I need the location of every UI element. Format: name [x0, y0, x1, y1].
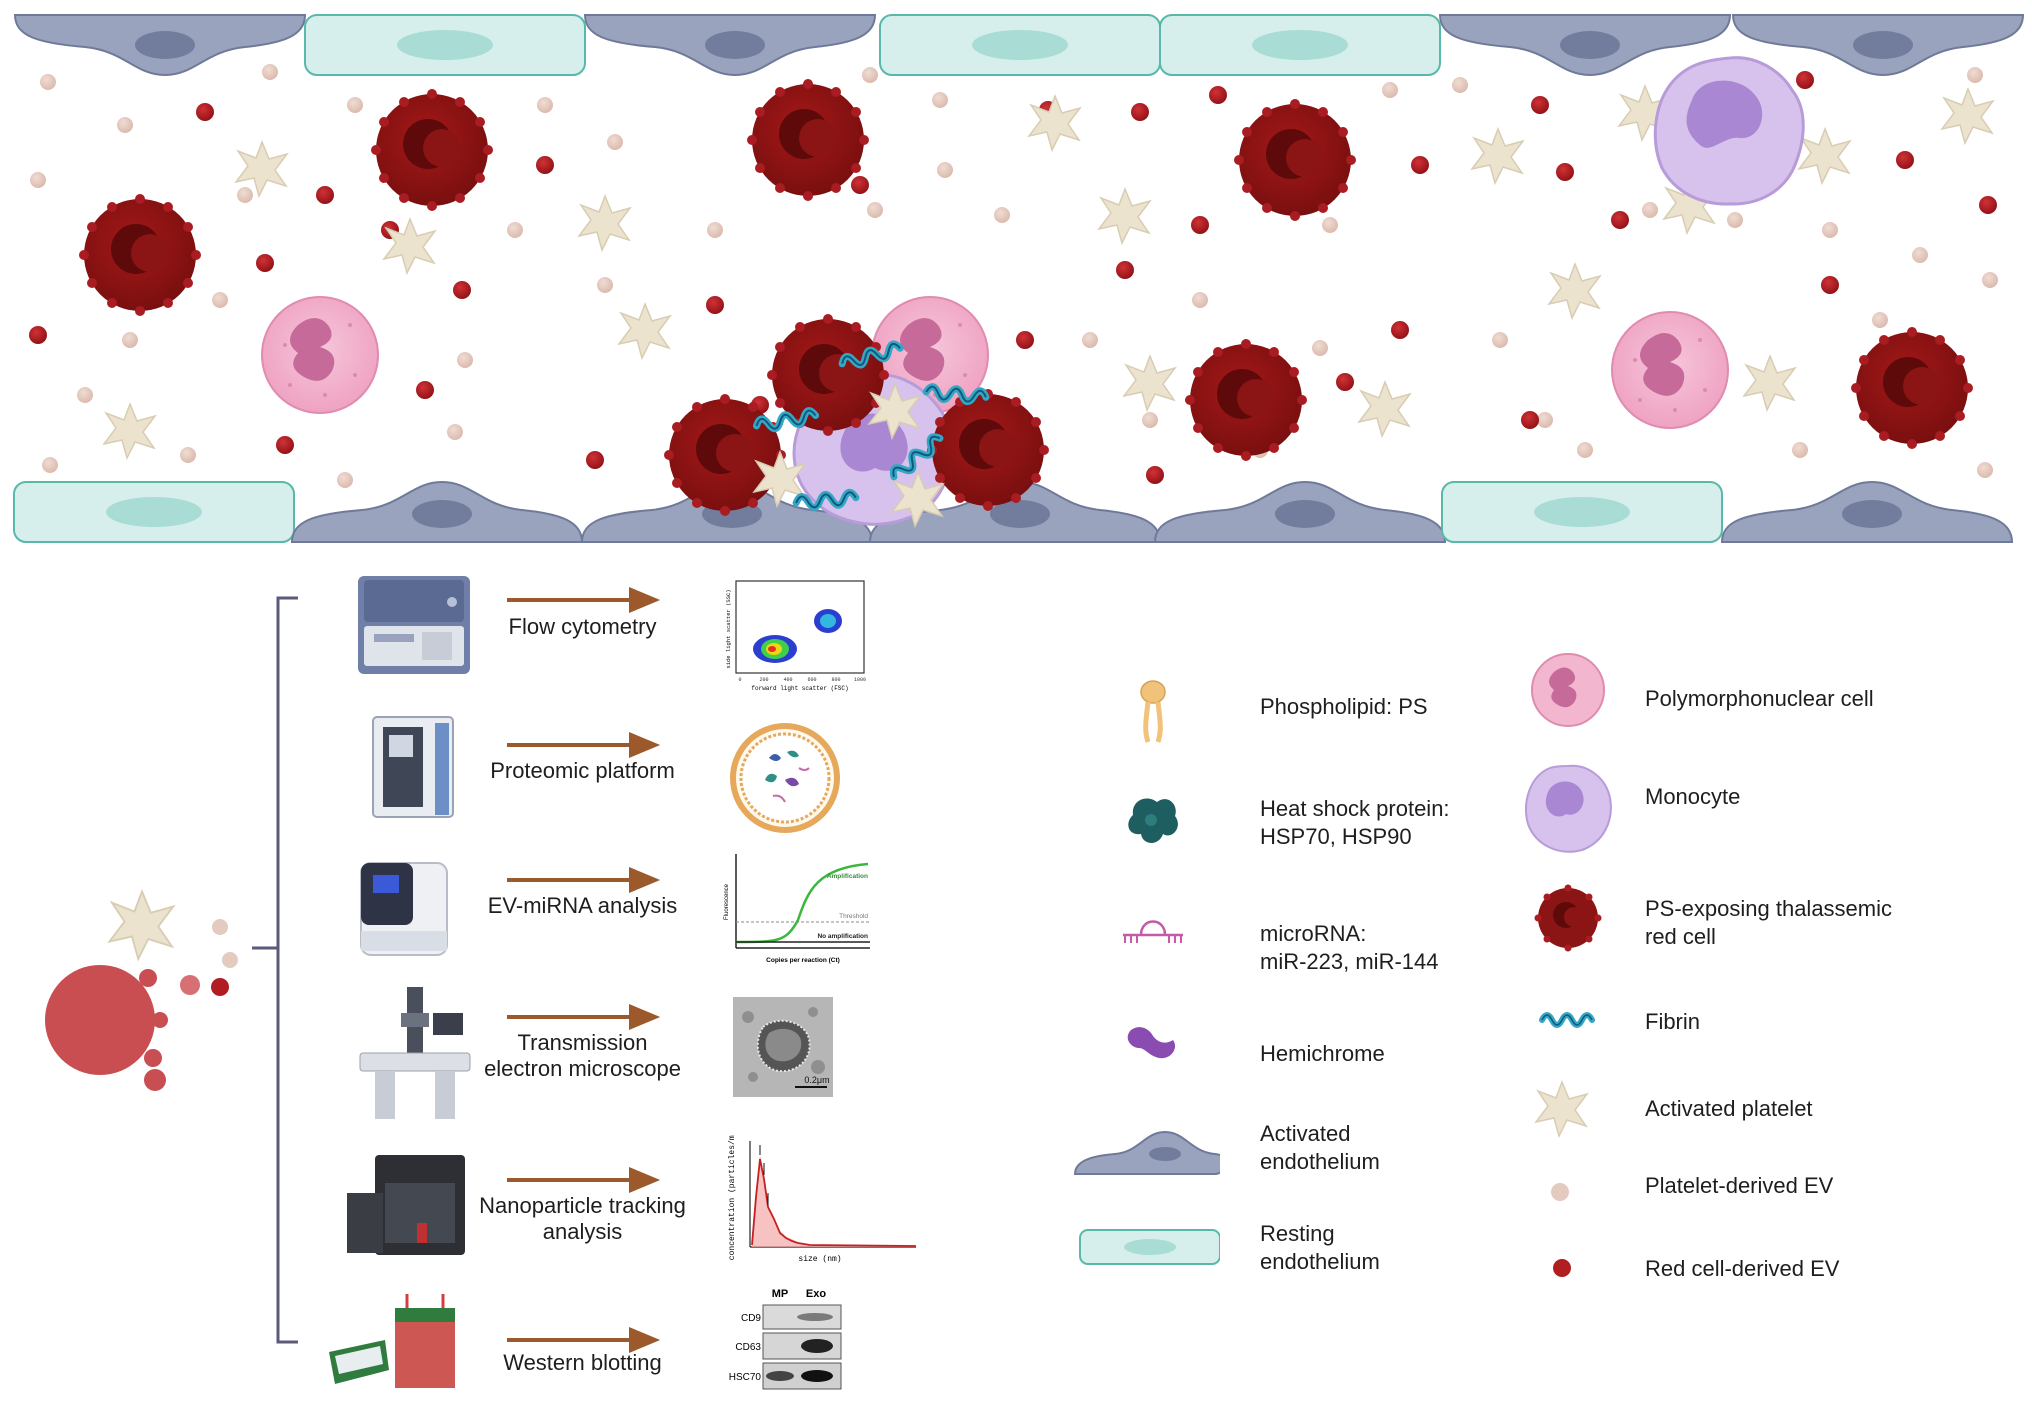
legend-pmn: Polymorphonuclear cell: [1645, 685, 1874, 713]
red-cell-legend-icon: [1534, 884, 1602, 952]
legend-activated-endothelium: Activated endothelium: [1260, 1120, 1380, 1176]
legend-microrna: microRNA: miR-223, miR-144: [1260, 920, 1439, 976]
nta-size-plot: concentration (particles/ml) size (nm): [728, 1135, 917, 1264]
fibrin-legend-icon: [1539, 1012, 1595, 1028]
legend-icons-right: [1525, 653, 1612, 1277]
method-label-ev-mirna-analysis: EV-miRNA analysis: [487, 893, 678, 918]
method-arrows: [507, 587, 661, 1193]
method-label-nta: Nanoparticle tracking analysis: [479, 1193, 686, 1244]
ev-source-illustration: [45, 888, 238, 1091]
legend-fibrin: Fibrin: [1645, 1008, 1700, 1036]
proteomic-instrument-icon: [372, 716, 454, 818]
tem-micrograph: 0.2μm: [733, 997, 833, 1097]
legend-platelet-ev-line1: Platelet-derived EV: [1645, 1173, 1834, 1198]
nta-ylabel: concentration (particles/ml): [728, 1135, 737, 1260]
legend-red-cell-line2: red cell: [1645, 924, 1716, 949]
legend-phospholipid-line1: Phospholipid: PS: [1260, 694, 1428, 719]
wb-col-mp: MP: [772, 1288, 789, 1300]
pcr-amplification-label: Amplification: [827, 873, 868, 880]
legend-activated-platelet-line1: Activated platelet: [1645, 1096, 1813, 1121]
ev-mirna-pcr-plot: Amplification Threshold No amplification…: [724, 854, 870, 964]
flow-xtick-label: 600: [807, 677, 816, 683]
monocyte-top-right: [1653, 56, 1805, 206]
microrna-icon: [1123, 920, 1183, 943]
method-label-western-blotting: Western blotting: [503, 1350, 662, 1375]
pcr-no-amplification-label: No amplification: [817, 933, 868, 940]
platelet-ev-legend-icon: [1551, 1183, 1569, 1201]
flow-cytometry-plot: side light scatter (SSC) forward light s…: [725, 580, 866, 692]
flow-xlabel: forward light scatter (FSC): [751, 685, 848, 692]
flow-xtick-label: 200: [759, 677, 768, 683]
western-blot-image: MP Exo CD9 CD63 HSC70: [729, 1288, 842, 1390]
legend-microrna-line1: microRNA:: [1260, 921, 1367, 946]
platelet-legend-icon: [1534, 1079, 1589, 1139]
proteomic-ev-diagram: [730, 723, 840, 833]
resting-endothelium-icon: [1079, 1229, 1220, 1265]
pmn-cell-left: [261, 296, 379, 414]
pcr-threshold-label: Threshold: [839, 913, 868, 920]
blood-vessel-illustration: [0, 0, 2032, 560]
flow-ylabel: side light scatter (SSC): [725, 589, 732, 668]
red-cell-derived-evs: [29, 71, 1997, 484]
flow-xtick-label: 400: [783, 677, 792, 683]
wb-col-exo: Exo: [806, 1288, 826, 1300]
pcr-ylabel: Fluorescence: [724, 883, 730, 920]
tem-scale-bar-label: 0.2μm: [804, 1075, 829, 1085]
legend-hemichrome: Hemichrome: [1260, 1040, 1385, 1068]
methods-bracket: [252, 596, 298, 1344]
flow-xtick-label: 0: [738, 677, 741, 683]
activated-endothelium-icon: [1073, 1130, 1220, 1175]
wb-row-cd63: CD63: [735, 1342, 761, 1353]
red-ev-legend-icon: [1553, 1259, 1571, 1277]
wb-row-cd9: CD9: [741, 1313, 761, 1324]
legend-platelet-ev: Platelet-derived EV: [1645, 1172, 1833, 1200]
legend-monocyte: Monocyte: [1645, 783, 1740, 811]
flow-xtick-label: 800: [831, 677, 840, 683]
legend-red-ev-line1: Red cell-derived EV: [1645, 1256, 1840, 1281]
legend-heat-shock-protein: Heat shock protein: HSP70, HSP90: [1260, 795, 1450, 851]
hemichrome-icon: [1127, 1027, 1176, 1059]
pcr-xlabel: Copies per reaction (Ct): [766, 957, 840, 964]
phospholipid-icon: [1140, 680, 1166, 743]
pmn-legend-icon: [1531, 653, 1605, 727]
legend-resting-endothelium: Resting endothelium: [1260, 1220, 1380, 1276]
legend-activated-endothelium-line2: endothelium: [1260, 1149, 1380, 1174]
flow-xtick-label: 1000: [854, 677, 866, 683]
legend-icons-left: [1073, 680, 1220, 1265]
flow-cytometer-icon: [358, 576, 470, 674]
legend-red-ev: Red cell-derived EV: [1645, 1255, 1839, 1283]
wb-row-hsc70: HSC70: [729, 1372, 762, 1383]
nanoparticle-tracker-icon: [347, 1155, 465, 1255]
method-label-tem: Transmission electron microscope: [484, 1030, 681, 1081]
legend-microrna-line2: miR-223, miR-144: [1260, 949, 1439, 974]
legend-hemichrome-line1: Hemichrome: [1260, 1041, 1385, 1066]
legend-activated-endothelium-line1: Activated: [1260, 1121, 1351, 1146]
legend-hsp-line1: Heat shock protein:: [1260, 796, 1450, 821]
nta-xlabel: size (nm): [798, 1255, 841, 1264]
electron-microscope-icon: [359, 987, 471, 1119]
legend-red-cell: PS-exposing thalassemic red cell: [1645, 895, 1892, 951]
pmn-cell-right: [1611, 311, 1729, 429]
western-blot-apparatus-icon: [329, 1294, 455, 1388]
legend-pmn-line1: Polymorphonuclear cell: [1645, 686, 1874, 711]
heat-shock-protein-icon: [1128, 798, 1178, 843]
legend-fibrin-line1: Fibrin: [1645, 1009, 1701, 1034]
legend-resting-endothelium-line2: endothelium: [1260, 1249, 1380, 1274]
legend-activated-platelet: Activated platelet: [1645, 1095, 1813, 1123]
method-label-flow-cytometry: Flow cytometry: [508, 614, 657, 639]
legend-red-cell-line1: PS-exposing thalassemic: [1645, 896, 1893, 921]
pcr-machine-icon: [360, 862, 448, 956]
legend-phospholipid: Phospholipid: PS: [1260, 693, 1428, 721]
legend-resting-endothelium-line1: Resting: [1260, 1221, 1335, 1246]
western-arrow: [507, 1327, 661, 1353]
method-label-proteomic-platform: Proteomic platform: [490, 758, 675, 783]
legend-monocyte-line1: Monocyte: [1645, 784, 1741, 809]
monocyte-legend-icon: [1525, 764, 1612, 853]
legend-hsp-line2: HSP70, HSP90: [1260, 824, 1412, 849]
